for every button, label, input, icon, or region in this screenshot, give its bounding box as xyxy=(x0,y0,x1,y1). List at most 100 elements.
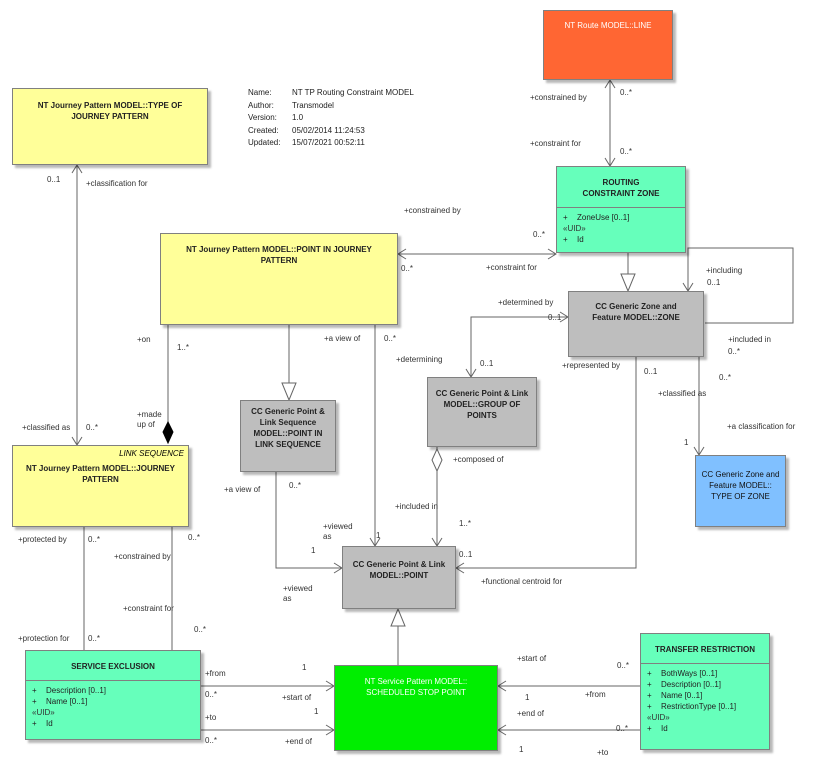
arrowhead-ssp-transfer-from xyxy=(497,680,507,692)
meta-version-label: Version: xyxy=(248,113,277,122)
attribute-zoneuse: +ZoneUse [0..1] xyxy=(563,213,630,222)
class-scheduled-stop-point[interactable]: NT Service Pattern MODEL:: SCHEDULED STO… xyxy=(334,665,498,751)
role-label: +end of xyxy=(285,737,312,746)
service-exclusion-attributes: +Description [0..1] +Name [0..1] «UID» +… xyxy=(26,680,200,731)
role-label: +from xyxy=(205,669,226,678)
assoc-zone-point xyxy=(456,357,637,569)
attribute-description: +Description [0..1] xyxy=(647,680,722,689)
class-point-in-journey-pattern-title: NT Journey Pattern MODEL::POINT IN JOURN… xyxy=(186,245,372,265)
composition-diamond xyxy=(162,420,174,445)
multiplicity-label: 0..* xyxy=(620,147,633,156)
generalization-head-pils xyxy=(281,382,297,402)
multiplicity-label: 1 xyxy=(311,546,316,555)
role-label: +start of xyxy=(517,654,547,663)
attribute-id: +Id xyxy=(647,724,668,733)
multiplicity-label: 0..1 xyxy=(47,175,61,184)
role-label: +constrained by xyxy=(404,206,461,215)
class-type-of-zone[interactable]: CC Generic Zone and Feature MODEL:: TYPE… xyxy=(695,455,786,527)
uid-stereotype: «UID» xyxy=(563,224,586,233)
role-label: +on xyxy=(137,335,151,344)
meta-updated: 15/07/2021 00:52:11 xyxy=(292,138,365,147)
role-label: +classified as xyxy=(658,389,707,398)
class-type-of-journey-pattern[interactable]: NT Journey Pattern MODEL::TYPE OF JOURNE… xyxy=(12,88,208,165)
class-transfer-restriction[interactable]: TRANSFER RESTRICTION +BothWays [0..1] +D… xyxy=(640,633,770,750)
class-routing-constraint-zone[interactable]: ROUTING CONSTRAINT ZONE +ZoneUse [0..1] … xyxy=(556,166,686,253)
role-label: +constraint for xyxy=(486,263,537,272)
role-label: +represented by xyxy=(562,361,621,370)
class-group-of-points[interactable]: CC Generic Point & Link MODEL::GROUP OF … xyxy=(427,377,537,447)
class-point-in-journey-pattern[interactable]: NT Journey Pattern MODEL::POINT IN JOURN… xyxy=(160,233,398,325)
class-service-exclusion-title: SERVICE EXCLUSION xyxy=(71,662,155,671)
role-label: +to xyxy=(597,748,609,757)
class-zone[interactable]: CC Generic Zone and Feature MODEL::ZONE xyxy=(568,291,704,357)
multiplicity-label: 0..* xyxy=(719,373,732,382)
class-line[interactable]: NT Route MODEL::LINE xyxy=(543,10,673,80)
generalization-head-zone xyxy=(620,273,636,293)
attribute-name: +Name [0..1] xyxy=(32,697,88,706)
role-label: +constraint for xyxy=(530,139,581,148)
assoc-zone-self xyxy=(687,247,794,324)
multiplicity-label: 0..* xyxy=(616,724,629,733)
multiplicity-label: 0..* xyxy=(188,533,201,542)
multiplicity-label: 1 xyxy=(525,693,530,702)
meta-created-label: Created: xyxy=(248,125,279,135)
class-journey-pattern[interactable]: LINK SEQUENCE NT Journey Pattern MODEL::… xyxy=(12,445,189,527)
multiplicity-label: 0..* xyxy=(617,661,630,670)
multiplicity-label: 0..1 xyxy=(459,550,473,559)
role-label: +a view of xyxy=(324,334,361,343)
multiplicity-label: 0..1 xyxy=(480,359,494,368)
class-service-exclusion[interactable]: SERVICE EXCLUSION +Description [0..1] +N… xyxy=(25,650,201,740)
attribute-id: +Id xyxy=(32,719,53,728)
multiplicity-label: 1..* xyxy=(459,519,472,528)
assoc-pils-point xyxy=(275,472,342,569)
multiplicity-label: 1 xyxy=(519,745,524,754)
class-transfer-restriction-title: TRANSFER RESTRICTION xyxy=(655,645,755,654)
journey-pattern-stereotype: LINK SEQUENCE xyxy=(119,449,184,458)
multiplicity-label: 0..* xyxy=(88,634,101,643)
multiplicity-label: 0..* xyxy=(401,264,414,273)
arrowhead-line xyxy=(604,79,616,89)
role-label: +classified as xyxy=(22,423,71,432)
role-label: +viewed as xyxy=(283,584,313,603)
multiplicity-label: 1 xyxy=(684,438,689,447)
role-label: +constraint for xyxy=(123,604,174,613)
class-line-title: NT Route MODEL::LINE xyxy=(564,21,652,30)
multiplicity-label: 0..* xyxy=(86,423,99,432)
class-group-of-points-title: CC Generic Point & Link MODEL::GROUP OF … xyxy=(435,389,529,420)
role-label: +a classification for xyxy=(727,422,796,431)
class-point-title: CC Generic Point & Link MODEL::POINT xyxy=(352,560,446,580)
role-label: +constrained by xyxy=(114,552,171,561)
transfer-restriction-attributes: +BothWays [0..1] +Description [0..1] +Na… xyxy=(641,663,769,736)
assoc-zone-groupofpoints xyxy=(470,316,568,377)
multiplicity-label: 1 xyxy=(302,663,307,672)
arrowhead-typeofjp xyxy=(71,164,83,174)
role-label: +protection for xyxy=(18,634,70,643)
meta-updated-label: Updated: xyxy=(248,138,281,147)
role-label: +constrained by xyxy=(530,93,587,102)
class-point[interactable]: CC Generic Point & Link MODEL::POINT xyxy=(342,546,456,609)
role-label: +end of xyxy=(517,709,544,718)
role-label: +determined by xyxy=(498,298,554,307)
class-scheduled-stop-point-title: NT Service Pattern MODEL:: SCHEDULED STO… xyxy=(364,677,468,697)
class-point-in-link-sequence[interactable]: CC Generic Point & Link Sequence MODEL::… xyxy=(240,400,336,472)
multiplicity-label: 0..* xyxy=(289,481,302,490)
role-label: +from xyxy=(585,690,606,699)
uid-stereotype: «UID» xyxy=(32,708,55,717)
multiplicity-label: 0..1 xyxy=(548,313,562,322)
role-label: +determining xyxy=(396,355,443,364)
class-routing-constraint-zone-title: ROUTING CONSTRAINT ZONE xyxy=(582,178,660,198)
class-point-in-link-sequence-title: CC Generic Point & Link Sequence MODEL::… xyxy=(251,407,325,449)
role-label: +including xyxy=(706,266,743,275)
class-type-of-zone-title: CC Generic Zone and Feature MODEL:: TYPE… xyxy=(701,470,780,501)
multiplicity-label: 0..* xyxy=(205,690,218,699)
attribute-bothways: +BothWays [0..1] xyxy=(647,669,718,678)
class-type-of-journey-pattern-title: NT Journey Pattern MODEL::TYPE OF JOURNE… xyxy=(37,101,183,121)
role-label: +to xyxy=(205,713,217,722)
role-label: +start of xyxy=(282,693,312,702)
multiplicity-label: 1 xyxy=(376,531,381,540)
attribute-description: +Description [0..1] xyxy=(32,686,107,695)
attribute-restrictiontype: +RestrictionType [0..1] xyxy=(647,702,737,711)
meta-created: 05/02/2014 11:24:53 xyxy=(292,125,365,135)
meta-name: NT TP Routing Constraint MODEL xyxy=(292,88,414,97)
